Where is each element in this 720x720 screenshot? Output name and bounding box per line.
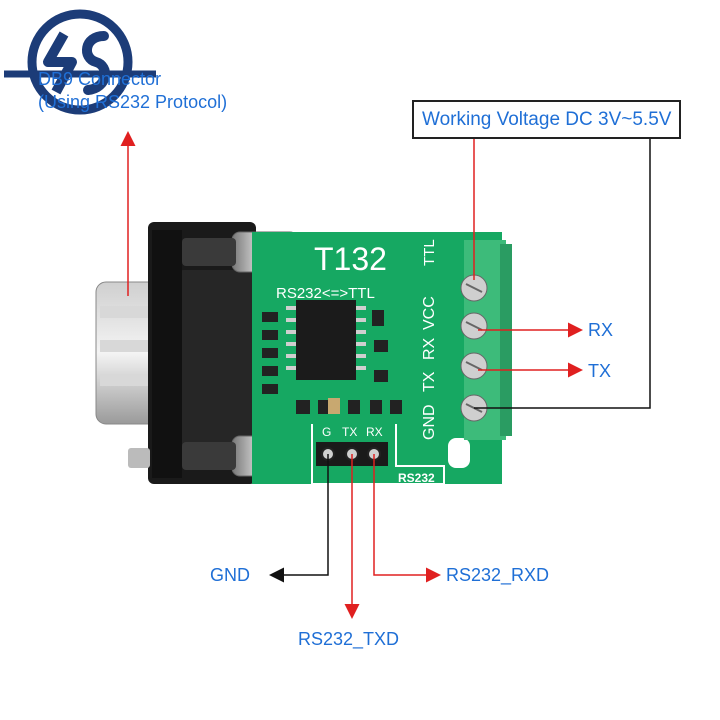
gnd-callout-line [474, 138, 651, 409]
board-ttl: TTL [421, 239, 438, 266]
db9-connector [95, 222, 299, 484]
pin-vcc: VCC [421, 296, 438, 330]
db9-label-line2: (Using RS232 Protocol) [38, 92, 228, 112]
header-tx: TX [342, 425, 357, 439]
pin-gnd: GND [421, 404, 438, 440]
header-label: RS232 [398, 471, 435, 485]
callout-lines [120, 131, 651, 619]
voltage-label: Working Voltage DC 3V~5.5V [412, 100, 682, 139]
header-rx: RX [366, 425, 383, 439]
rx-label: RX [588, 320, 614, 340]
gnd-label: GND [210, 565, 250, 585]
board-model: T132 [314, 241, 387, 277]
pcb-board: T132 RS232<=>TTL TTL VCC RX TX GND G TX … [252, 232, 512, 485]
gnd-header-line [269, 454, 329, 583]
tx-label: TX [588, 361, 612, 381]
pin-tx: TX [421, 371, 438, 392]
rs232-rxd-label: RS232_RXD [446, 565, 550, 585]
header-g: G [322, 425, 331, 439]
rs232-txd-label: RS232_TXD [298, 629, 400, 649]
db9-label-line1: DB9 Connector [38, 69, 162, 89]
board-subtitle: RS232<=>TTL [276, 285, 375, 302]
pin-rx: RX [421, 337, 438, 360]
logo-icon [4, 9, 156, 115]
rxd-header-line [373, 454, 441, 583]
